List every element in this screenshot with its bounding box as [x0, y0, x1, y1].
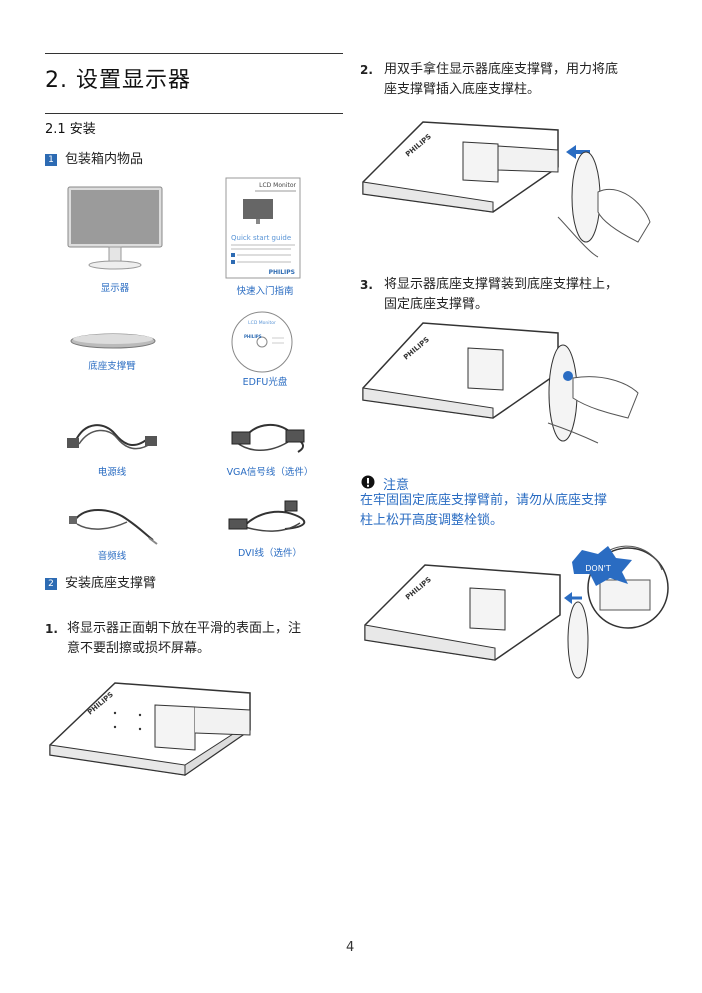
step-1-line-2: 意不要刮擦或损坏屏幕。: [67, 641, 211, 656]
vga-cable-image: [228, 418, 318, 458]
package-heading: 1 包装箱内物品: [45, 148, 143, 167]
step-1: 1. 将显示器正面朝下放在平滑的表面上，注 意不要刮擦或损坏屏幕。: [45, 619, 345, 659]
caption-vga-cable: VGA信号线（选件）: [226, 467, 314, 478]
attach-base-illustration: PHILIPS: [358, 112, 658, 262]
note-line-1: 在牢固固定底座支撑臂前，请勿从底座支撑: [360, 493, 608, 508]
cd-brand: PHILIPS: [244, 334, 262, 339]
qsg-brand: PHILIPS: [269, 269, 295, 276]
step-3-number: 3.: [360, 278, 373, 292]
dont-badge: DON'T: [585, 564, 611, 573]
step-2-line-2: 座支撑臂插入底座支撑柱。: [384, 82, 541, 97]
quick-start-guide-image: LCD Monitor Quick start guide PHILIPS: [225, 177, 301, 279]
step-2-line-1: 用双手拿住显示器底座支撑臂，用力将底: [384, 62, 619, 77]
qsg-title: LCD Monitor: [259, 182, 296, 189]
note-line-2: 柱上松开高度调整栓锁。: [360, 513, 504, 528]
install-heading: 2 安装底座支撑臂: [45, 572, 156, 591]
caption-quick-start-guide: 快速入门指南: [236, 286, 294, 297]
dont-illustration: PHILIPS DON'T: [360, 540, 670, 690]
section-number-badge: 2: [45, 577, 57, 590]
step-3: 3. 将显示器底座支撑臂装到底座支撑柱上， 固定底座支撑臂。: [360, 275, 660, 315]
title-bottom-rule: [45, 113, 343, 114]
step-3-line-2: 固定底座支撑臂。: [384, 297, 489, 312]
page-title: 2. 设置显示器: [45, 68, 191, 93]
section-number-badge: 1: [45, 153, 57, 166]
caption-power-cord: 电源线: [97, 467, 127, 478]
step-2: 2. 用双手拿住显示器底座支撑臂，用力将底 座支撑臂插入底座支撑柱。: [360, 60, 660, 100]
cd-title: LCD Monitor: [248, 320, 276, 326]
step-1-line-1: 将显示器正面朝下放在平滑的表面上，注: [67, 621, 302, 636]
monitor-face-down-illustration: PHILIPS: [45, 675, 265, 780]
note-title: 注意: [383, 478, 410, 493]
caption-monitor: 显示器: [100, 283, 130, 294]
caption-edfu-cd: EDFU光盘: [242, 377, 288, 388]
caption-audio-cable: 音频线: [97, 551, 127, 562]
note-text: 在牢固固定底座支撑臂前，请勿从底座支撑 柱上松开高度调整栓锁。: [360, 491, 660, 531]
qsg-subtitle: Quick start guide: [231, 234, 291, 242]
secure-base-illustration: PHILIPS: [358, 318, 658, 458]
caption-base: 底座支撑臂: [88, 361, 136, 372]
caption-dvi-cable: DVI线（选件）: [238, 548, 302, 559]
package-heading-text: 包装箱内物品: [65, 152, 144, 167]
step-2-number: 2.: [360, 63, 373, 77]
page-number: 4: [346, 940, 355, 955]
install-heading-text: 安装底座支撑臂: [65, 576, 157, 591]
step-1-number: 1.: [45, 622, 58, 636]
audio-cable-image: [65, 500, 160, 545]
monitor-image: [65, 185, 165, 275]
cd-image: LCD Monitor PHILIPS: [230, 310, 294, 374]
subsection-title: 2.1 安装: [45, 122, 96, 137]
base-image: [68, 330, 158, 352]
power-cord-image: [65, 412, 160, 457]
dvi-cable-image: [225, 497, 315, 537]
step-3-line-1: 将显示器底座支撑臂装到底座支撑柱上，: [384, 277, 619, 292]
title-top-rule: [45, 53, 343, 54]
note-icon: [361, 475, 375, 489]
